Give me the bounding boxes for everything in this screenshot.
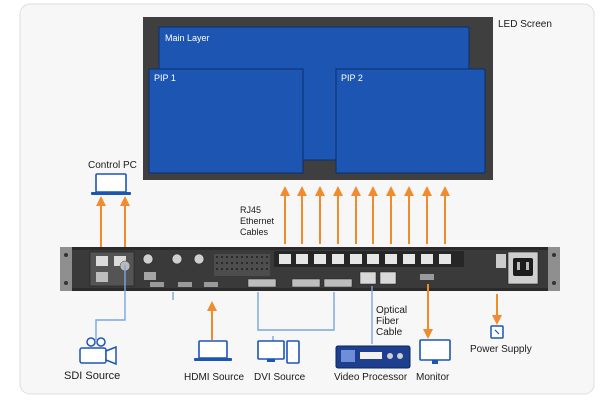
power-plug-icon xyxy=(490,325,504,339)
power-supply-label: Power Supply xyxy=(470,344,532,355)
dvi-source-label: DVI Source xyxy=(254,372,306,383)
optical-fiber-label: Optical Fiber Cable xyxy=(376,305,407,338)
pip1-label: PIP 1 xyxy=(154,73,176,83)
led-screen-label: LED Screen xyxy=(498,19,552,30)
optical-label-line3: Cable xyxy=(376,327,403,338)
video-processor-label: Video Processor xyxy=(334,372,408,383)
hdmi-source-label: HDMI Source xyxy=(184,372,245,383)
sdi-line xyxy=(95,265,126,340)
monitor-label: Monitor xyxy=(416,372,450,383)
hdmi-laptop-icon xyxy=(194,340,232,361)
rj45-label-line1: RJ45 xyxy=(240,205,262,215)
sdi-source-label: SDI Source xyxy=(64,370,121,382)
optical-label-line1: Optical xyxy=(376,305,408,316)
dvi-line xyxy=(257,292,335,331)
main-layer-label: Main Layer xyxy=(165,33,210,43)
pip2-label: PIP 2 xyxy=(341,73,363,83)
rj45-label-line2: Ethernet xyxy=(240,216,275,226)
processor-chassis xyxy=(60,247,560,291)
laptop-icon xyxy=(91,173,131,195)
video-processor-icon xyxy=(335,345,411,369)
rj45-arrows xyxy=(280,186,450,244)
camera-icon xyxy=(79,337,117,366)
control-pc-label: Control PC xyxy=(88,160,137,171)
pip2-rect xyxy=(335,68,486,174)
rj45-label: RJ45 Ethernet Cables xyxy=(240,205,274,238)
desktop-computer-icon xyxy=(257,340,300,364)
monitor-icon xyxy=(419,339,451,364)
rj45-label-line3: Cables xyxy=(240,227,269,237)
pip1-rect xyxy=(148,68,304,174)
optical-label-line2: Fiber xyxy=(376,316,399,327)
control-pc-arrows xyxy=(96,196,130,259)
